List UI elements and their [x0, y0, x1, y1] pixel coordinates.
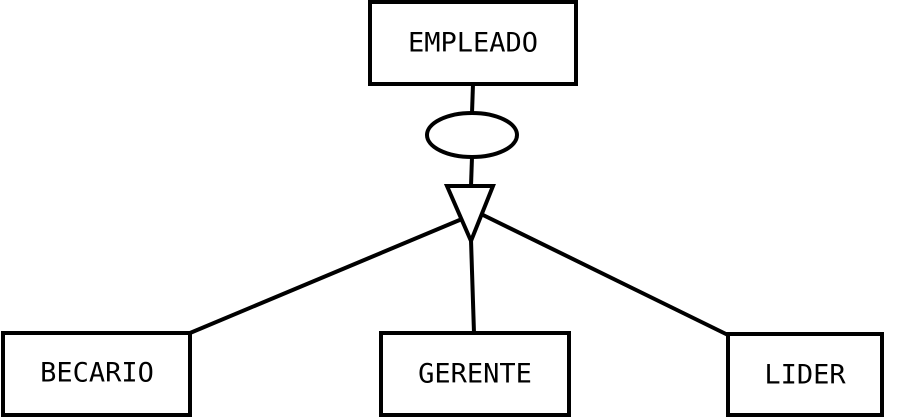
entity-lider: LIDER	[726, 332, 884, 417]
entity-empleado-label: EMPLEADO	[408, 28, 538, 59]
entity-empleado-box	[368, 0, 578, 86]
entity-becario-box	[1, 331, 192, 417]
connector-triangle-to-lider	[480, 212, 729, 337]
connector-ellipse-to-triangle	[469, 156, 474, 187]
specialization-ellipse	[425, 111, 519, 159]
connector-triangle-to-gerente	[469, 239, 476, 334]
entity-lider-box	[726, 332, 884, 417]
entity-becario: BECARIO	[1, 331, 192, 417]
entity-empleado: EMPLEADO	[368, 0, 578, 86]
specialization-triangle	[443, 184, 496, 247]
entity-gerente-box	[379, 331, 571, 417]
entity-becario-label: BECARIO	[40, 358, 154, 389]
connector-parent-to-ellipse	[470, 83, 475, 114]
entity-gerente-label: GERENTE	[418, 359, 532, 390]
entity-lider-label: LIDER	[764, 360, 846, 391]
connector-triangle-to-becario	[189, 217, 463, 335]
entity-gerente: GERENTE	[379, 331, 571, 417]
